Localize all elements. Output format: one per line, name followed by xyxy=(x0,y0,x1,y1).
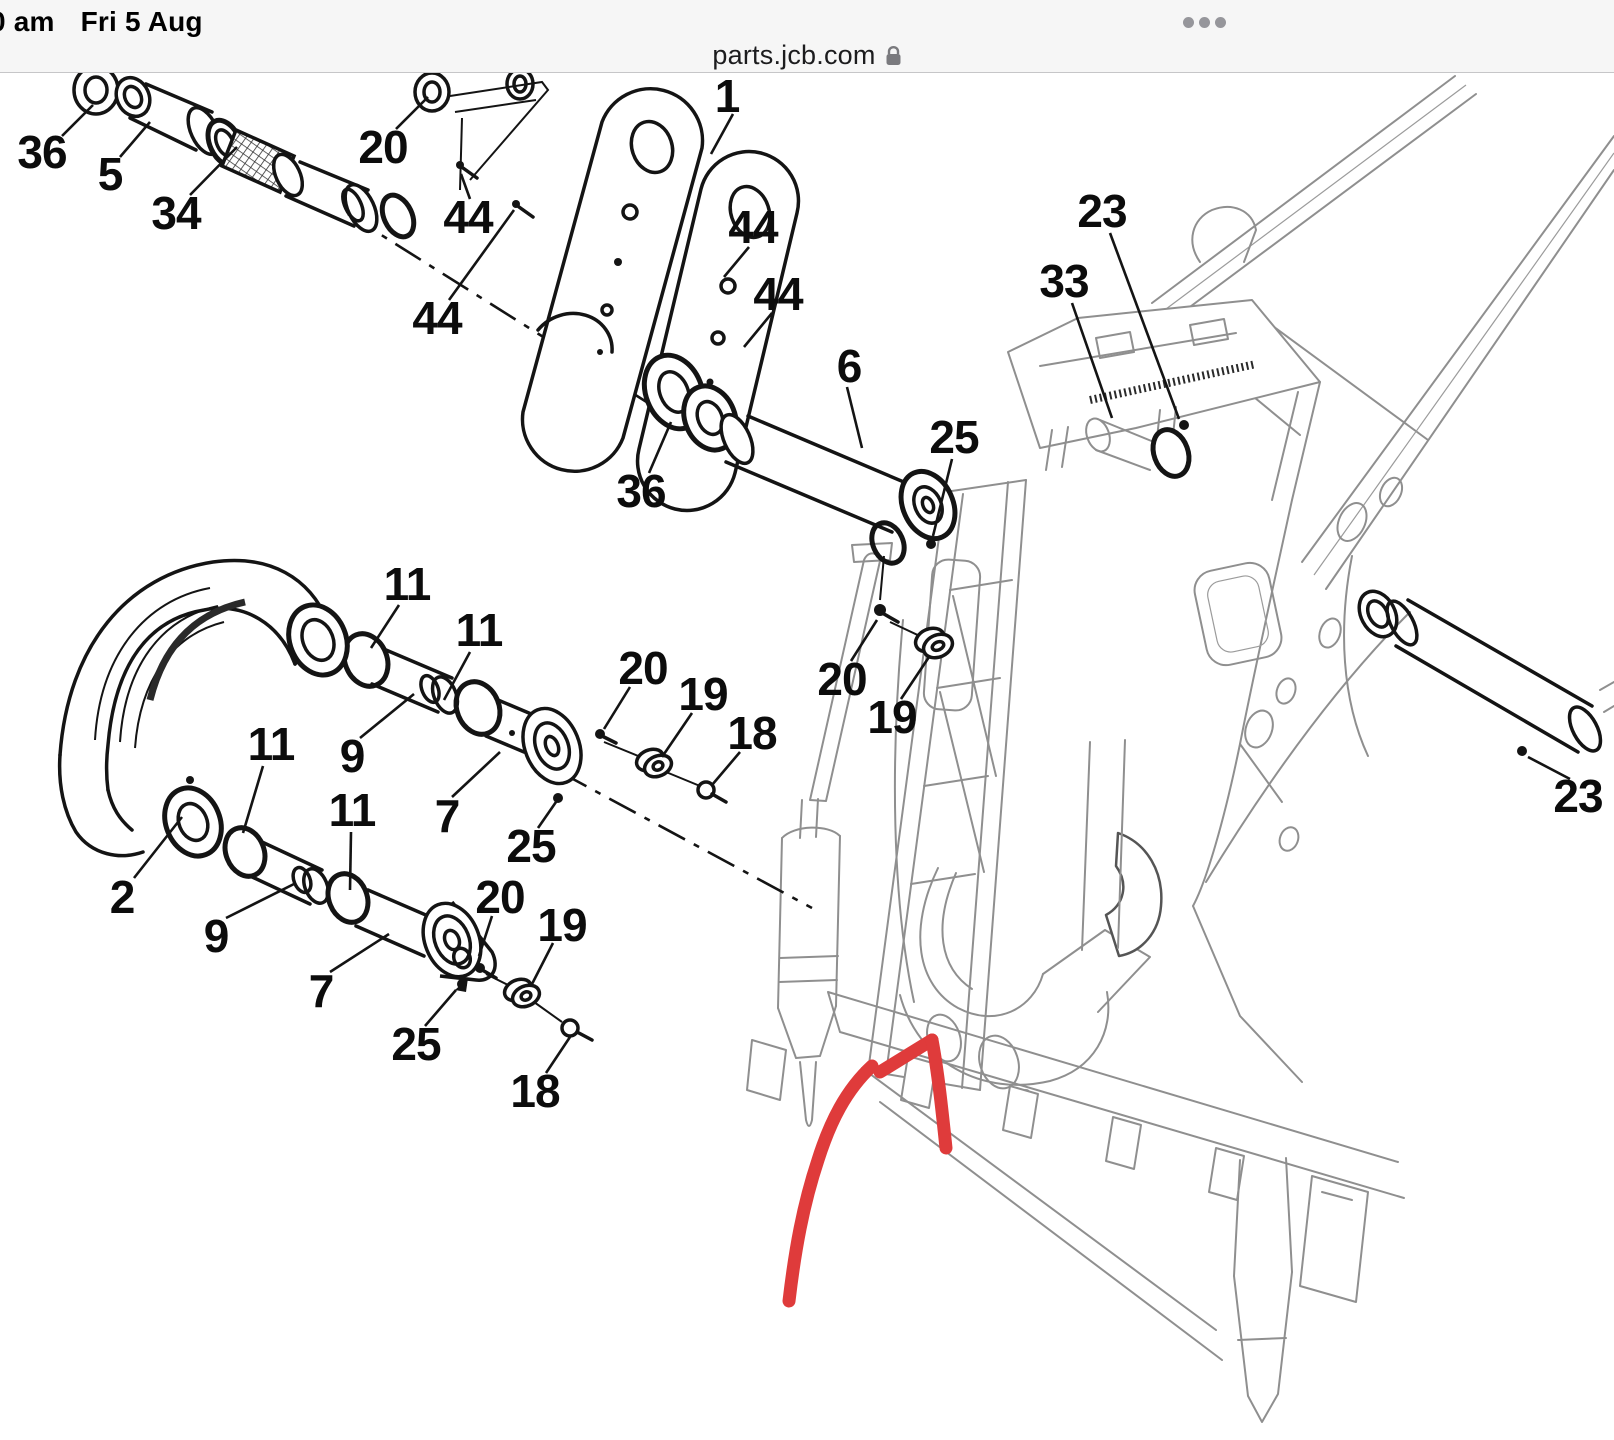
url-text[interactable]: parts.jcb.com xyxy=(712,40,876,70)
annotation-arrow xyxy=(782,1033,953,1308)
part-callout: 20 xyxy=(475,871,524,923)
callout-leader xyxy=(329,932,390,974)
callout-leader xyxy=(647,421,673,474)
part-callout: 23 xyxy=(1077,185,1126,237)
lock-icon xyxy=(886,45,901,65)
carriage-pin-23-group xyxy=(1343,555,1614,757)
url-bar[interactable]: parts.jcb.com xyxy=(0,40,1614,71)
callout-leader xyxy=(845,386,864,449)
pivot-pin-parts-top-left xyxy=(72,64,417,240)
callout-leader xyxy=(709,113,735,155)
part-callout: 7 xyxy=(435,790,460,842)
status-date: Fri 5 Aug xyxy=(80,6,203,37)
part-callout: 6 xyxy=(837,340,862,392)
part-callout: 9 xyxy=(204,910,229,962)
part-callout: 1 xyxy=(715,70,740,122)
part-callout: 34 xyxy=(151,187,202,239)
status-time: 0 am xyxy=(0,6,55,37)
callout-leader xyxy=(451,751,501,798)
callout-leader xyxy=(931,458,954,537)
callout-leader xyxy=(602,686,632,730)
part-callout: 44 xyxy=(728,201,779,253)
part-callout: 7 xyxy=(309,965,334,1017)
part-callout: 19 xyxy=(678,668,727,720)
callout-leader xyxy=(536,801,558,829)
part-callout: 25 xyxy=(929,411,979,463)
part-callout: 2 xyxy=(110,871,135,923)
part-callout: 11 xyxy=(456,604,503,656)
callout-leader xyxy=(395,96,429,130)
callout-leader xyxy=(529,942,555,987)
callout-dot xyxy=(1517,746,1527,756)
part-callout: 44 xyxy=(443,191,494,243)
callout-dot xyxy=(457,979,467,989)
part-callout: 11 xyxy=(329,784,376,836)
callout-dot xyxy=(553,793,563,803)
callout-leader xyxy=(359,692,415,740)
part-callout: 5 xyxy=(98,148,123,200)
status-bar: 0 am Fri 5 Aug parts.jcb.com xyxy=(0,0,1614,73)
lower-link-strut xyxy=(222,825,594,1042)
part-callout: 18 xyxy=(510,1065,560,1117)
upper-link-strut xyxy=(341,631,728,804)
part-callout: 19 xyxy=(537,899,586,951)
callout-leader xyxy=(241,765,265,834)
part-callout: 25 xyxy=(391,1018,441,1070)
callout-leader xyxy=(369,604,401,649)
callout-leader xyxy=(660,712,694,758)
callout-leader xyxy=(1527,755,1571,781)
part-callout: 20 xyxy=(358,121,407,173)
callout-leader xyxy=(189,146,238,196)
bush-ring xyxy=(1150,427,1192,479)
callout-leader xyxy=(447,209,516,301)
part-callout: 11 xyxy=(384,558,431,610)
part-callout: 19 xyxy=(867,691,916,743)
part-callout: 18 xyxy=(727,707,777,759)
part-callout: 36 xyxy=(616,465,665,517)
callout-leader xyxy=(424,989,457,1027)
axis-centerlines xyxy=(347,212,813,910)
part-callout: 23 xyxy=(1553,770,1602,822)
callout-leader xyxy=(348,831,353,891)
part-callout: 20 xyxy=(817,653,866,705)
callout-leader xyxy=(459,173,472,200)
pivot-pin-6-group xyxy=(641,352,958,660)
part-callout: 33 xyxy=(1039,255,1088,307)
callout-leader xyxy=(132,816,184,879)
callout-leader xyxy=(442,651,472,701)
callout-leader xyxy=(849,619,879,662)
curved-compensator-link xyxy=(57,558,350,859)
callout-leader xyxy=(1070,302,1114,419)
carriage-frame xyxy=(746,299,1405,1423)
status-left: 0 am Fri 5 Aug xyxy=(0,6,203,38)
callout-leader xyxy=(711,751,741,786)
callout-leader xyxy=(742,312,774,348)
callout-leader xyxy=(1108,232,1181,420)
part-callout: 11 xyxy=(248,718,295,770)
part-callout: 9 xyxy=(340,730,365,782)
part-callout: 44 xyxy=(753,268,804,320)
callout-leader xyxy=(544,1036,572,1074)
part-callout: 44 xyxy=(412,292,463,344)
callout-leader xyxy=(477,915,494,957)
callout-dot xyxy=(1179,420,1189,430)
callout-leader xyxy=(61,104,94,137)
ellipsis-icon[interactable] xyxy=(1183,17,1194,28)
callout-leader xyxy=(899,656,931,700)
callout-leader xyxy=(225,881,297,920)
callout-leader xyxy=(723,246,750,278)
arrow-head-stroke xyxy=(925,1033,953,1155)
part-callout: 20 xyxy=(618,642,667,694)
callout-leader xyxy=(119,121,151,158)
callout-dot xyxy=(926,539,936,549)
boom-assembly xyxy=(1151,75,1614,883)
part-callout: 25 xyxy=(506,820,556,872)
arrow-shaft xyxy=(782,1059,879,1308)
part-callout: 36 xyxy=(17,126,66,178)
arrow-head-barb xyxy=(873,1033,939,1079)
